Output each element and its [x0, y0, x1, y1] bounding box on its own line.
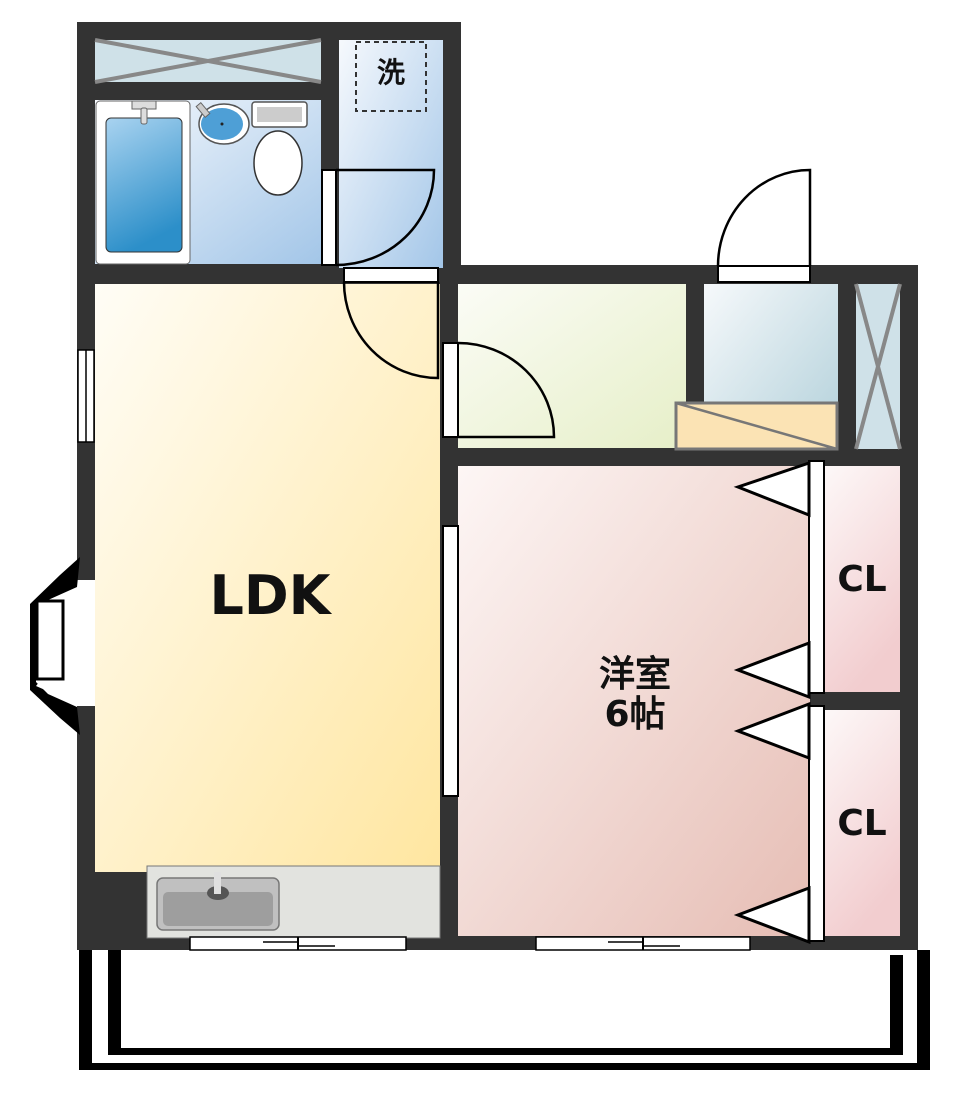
hallway	[458, 284, 686, 448]
door-bathroom[interactable]	[321, 168, 436, 267]
bathtub-icon	[95, 100, 191, 265]
bedroom-label: 洋室 6帖	[570, 655, 700, 734]
window-left	[77, 349, 95, 443]
ldk-room	[95, 284, 440, 872]
bedroom-name: 洋室	[598, 654, 671, 695]
closet-2-label: CL	[837, 803, 887, 844]
storage-top	[94, 38, 322, 84]
window-bedroom-bottom	[535, 936, 751, 951]
bay-window	[30, 557, 95, 735]
washroom	[339, 40, 443, 268]
bedroom-size: 6帖	[604, 693, 666, 735]
bedroom	[458, 466, 810, 936]
balcony	[79, 950, 930, 1070]
closet-2	[824, 710, 900, 936]
closet-doors[interactable]	[733, 460, 825, 945]
washbasin-icon	[195, 102, 250, 145]
kitchen-counter	[146, 865, 441, 939]
closet-1	[824, 466, 900, 692]
front-door[interactable]	[716, 168, 812, 283]
washer-label: 洗	[376, 56, 405, 89]
toilet-icon	[251, 101, 308, 196]
door-hallway[interactable]	[442, 341, 556, 439]
closet-1-label: CL	[837, 559, 887, 600]
window-ldk-bottom	[189, 936, 407, 951]
shoe-cabinet	[674, 401, 839, 451]
storage-right	[854, 283, 902, 450]
sliding-door-bedroom[interactable]	[442, 525, 459, 797]
door-ldk[interactable]	[342, 267, 440, 380]
washer-space	[355, 41, 427, 112]
ldk-label: LDK	[209, 564, 331, 627]
